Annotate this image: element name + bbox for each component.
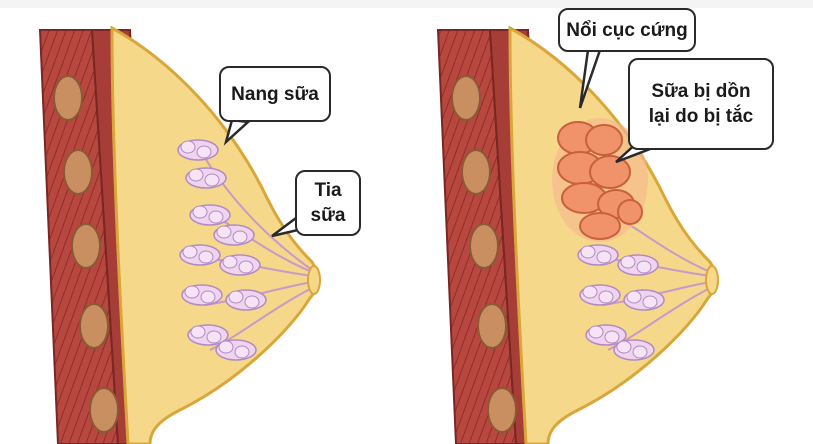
ribs-right bbox=[451, 75, 517, 433]
ribs-left bbox=[53, 75, 119, 433]
label-milk-ducts: Tia sữa bbox=[310, 180, 346, 226]
label-hard-lump: Nổi cục cứng bbox=[566, 19, 688, 41]
callout-milk-sacs: Nang sữa bbox=[219, 66, 331, 122]
callout-milk-ducts: Tia sữa bbox=[295, 170, 361, 236]
nipple-right bbox=[705, 265, 719, 295]
nipple-left bbox=[307, 265, 321, 295]
label-milk-sacs: Nang sữa bbox=[231, 83, 319, 105]
callout-blocked-milk: Sữa bị dồn lại do bị tắc bbox=[628, 58, 774, 150]
blocked-milk-lump bbox=[552, 118, 648, 242]
top-strip bbox=[0, 0, 813, 8]
label-blocked-milk: Sữa bị dồn lại do bị tắc bbox=[648, 81, 754, 127]
callout-hard-lump: Nổi cục cứng bbox=[558, 8, 696, 52]
